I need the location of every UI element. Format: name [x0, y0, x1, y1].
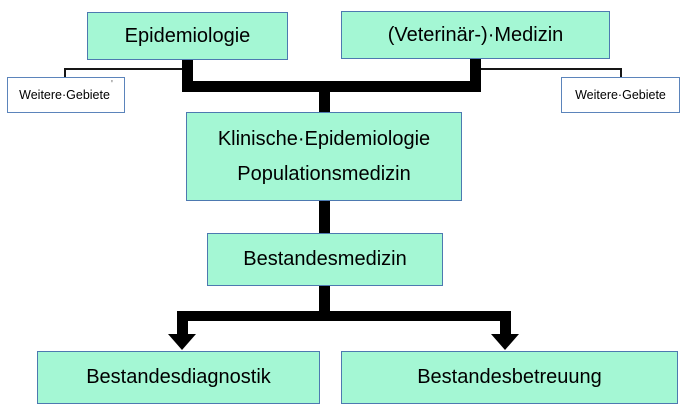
connector-from-bestandesmedizin — [319, 285, 330, 312]
node-veterinaer-medizin-label: (Veterinär-)·Medizin — [387, 23, 564, 46]
connector-thin-right-vertical — [620, 68, 622, 78]
node-bestandesmedizin-label: Bestandesmedizin — [243, 248, 407, 270]
node-klinische-line2: Populationsmedizin — [237, 162, 411, 185]
formatting-mark: ' — [110, 79, 113, 90]
node-bestandesdiagnostik-label: Bestandesdiagnostik — [86, 366, 271, 388]
connector-stem-right — [500, 311, 511, 335]
connector-to-klinische — [319, 81, 330, 113]
node-bestandesbetreuung-label: Bestandesbetreuung — [417, 366, 602, 388]
connector-merge-bar — [182, 81, 481, 92]
node-epidemiologie-label: Epidemiologie — [124, 24, 251, 47]
connector-epidemiologie-down — [182, 60, 193, 92]
node-weitere-gebiete-right-label: Weitere·Gebiete — [575, 88, 666, 102]
node-bestandesbetreuung: Bestandesbetreuung — [341, 351, 678, 404]
node-bestandesmedizin: Bestandesmedizin — [207, 233, 443, 286]
node-bestandesdiagnostik: Bestandesdiagnostik — [37, 351, 320, 404]
down-arrowhead-right-icon — [491, 334, 519, 350]
connector-to-bestandesmedizin — [319, 200, 330, 234]
connector-stem-left — [177, 311, 188, 335]
node-klinische-epidemiologie-populationsmedizin: Klinische·Epidemiologie Populationsmediz… — [186, 112, 462, 201]
connector-medizin-down — [470, 59, 481, 92]
down-arrowhead-left-icon — [168, 334, 196, 350]
connector-split-bar — [177, 311, 511, 321]
node-weitere-gebiete-left-label: Weitere·Gebiete — [19, 88, 110, 102]
node-epidemiologie: Epidemiologie — [87, 12, 288, 60]
connector-thin-left-horizontal — [64, 68, 187, 70]
node-veterinaer-medizin: (Veterinär-)·Medizin — [341, 11, 610, 59]
connector-thin-left-vertical — [64, 68, 66, 78]
node-klinische-line1: Klinische·Epidemiologie — [217, 127, 431, 150]
node-weitere-gebiete-left: Weitere·Gebiete ' — [7, 77, 125, 113]
node-weitere-gebiete-right: Weitere·Gebiete — [561, 77, 680, 113]
connector-thin-right-horizontal — [475, 68, 622, 70]
